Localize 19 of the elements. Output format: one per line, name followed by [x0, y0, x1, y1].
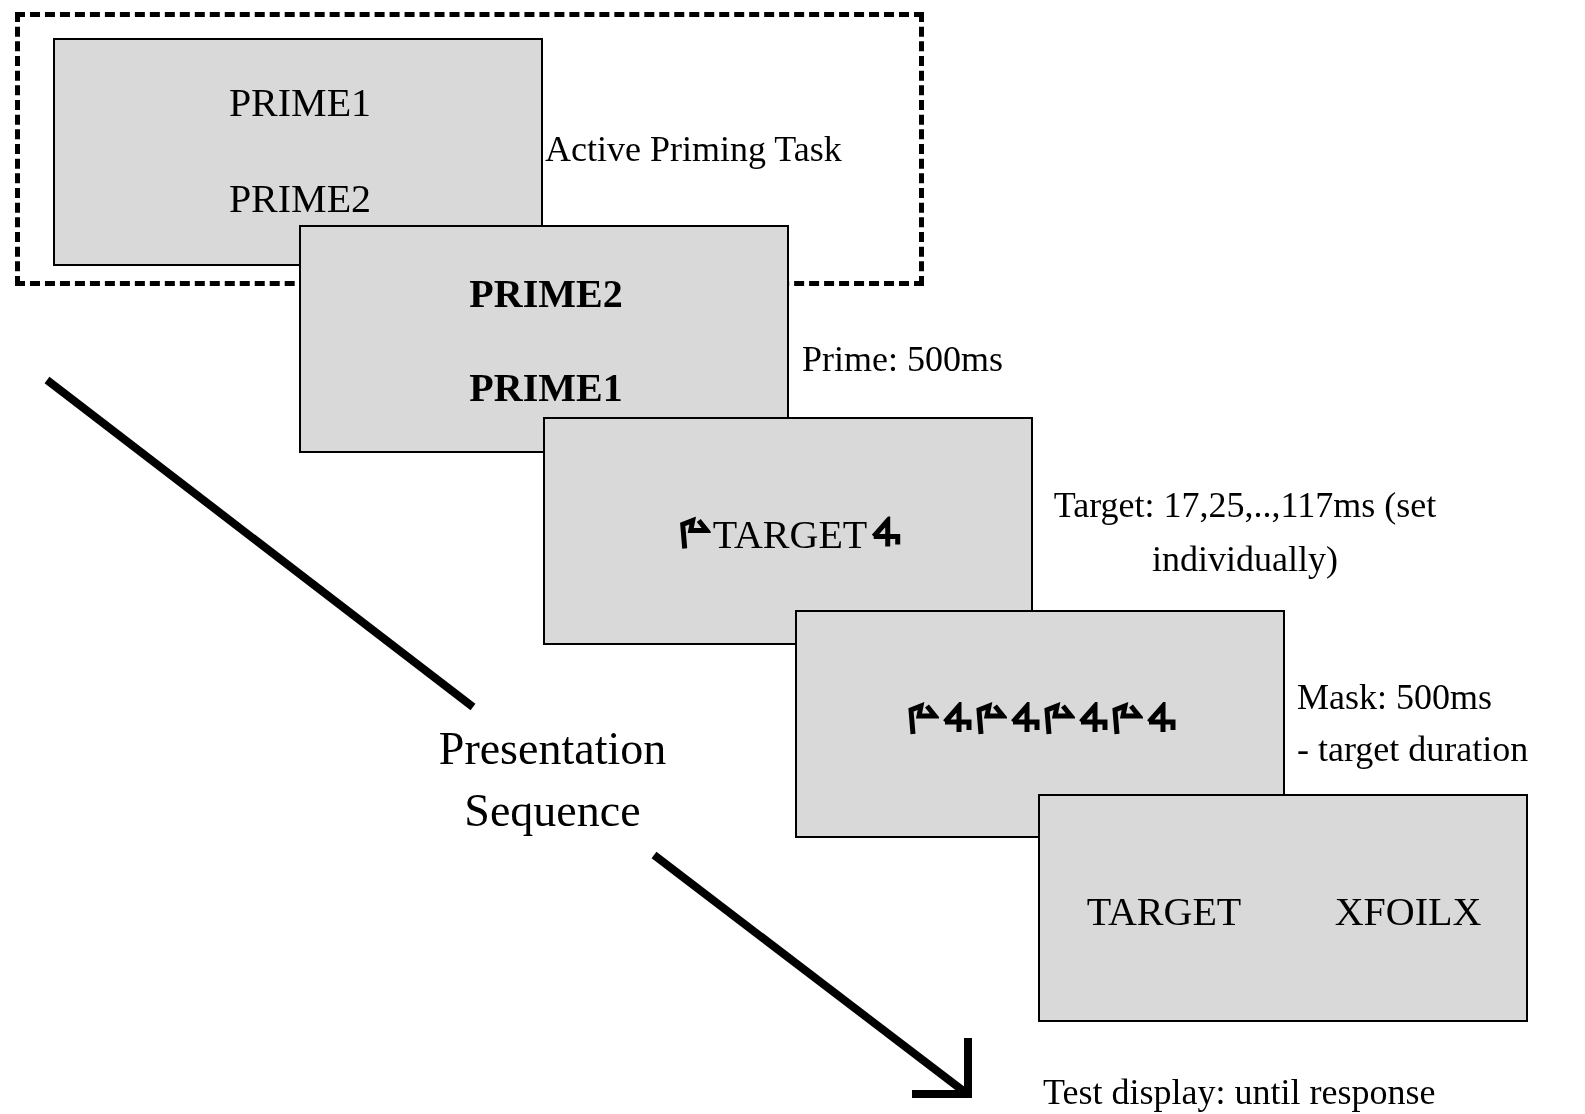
duration-text: Target: 17,25,..,117ms (set individually) — [1052, 484, 1438, 581]
stimulus-word: XFOILX — [1334, 887, 1482, 935]
display-screen — [543, 417, 1033, 645]
stimulus-word: PRIME2 — [228, 174, 372, 222]
display-screen — [299, 225, 789, 453]
stimulus-word: PRIME1 — [228, 78, 372, 126]
stimulus-word: PRIME2 — [469, 269, 623, 317]
task-label: Active Priming Task — [545, 128, 842, 170]
duration-text: Prime: 500ms — [802, 338, 1004, 381]
stimulus-word: PRIME1 — [469, 363, 623, 411]
stimulus-word: TARGET — [712, 510, 868, 558]
display-screen — [1038, 794, 1528, 1022]
duration-text: Mask: 500ms — [1297, 676, 1493, 719]
stimulus-word: TARGET — [1086, 887, 1242, 935]
display-screen — [53, 38, 543, 266]
duration-text: Test display: until response — [1043, 1071, 1437, 1114]
display-screen — [795, 610, 1285, 838]
sequence-label: Presentation Sequence — [437, 722, 668, 838]
duration-text: - target duration — [1297, 728, 1530, 771]
